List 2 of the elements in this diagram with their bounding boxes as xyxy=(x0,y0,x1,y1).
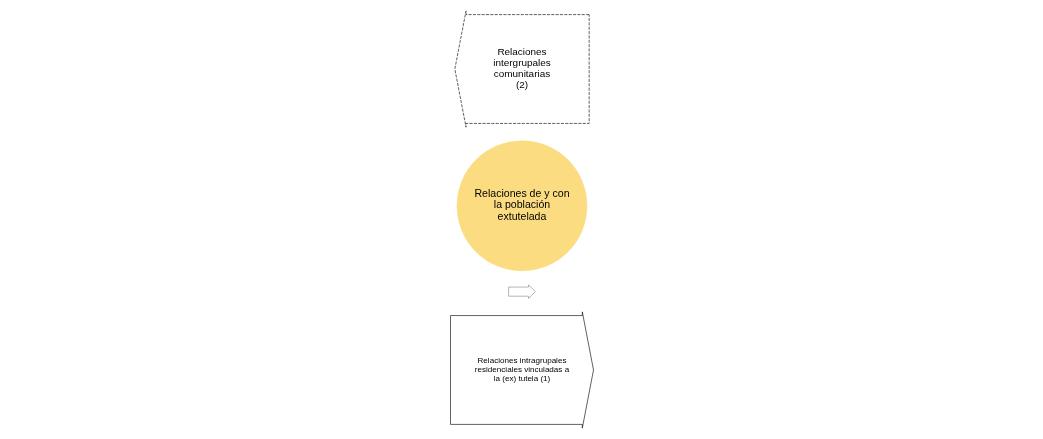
node-circle: Relaciones de y con la población extutelada xyxy=(456,140,587,272)
node-arrow xyxy=(507,284,536,299)
